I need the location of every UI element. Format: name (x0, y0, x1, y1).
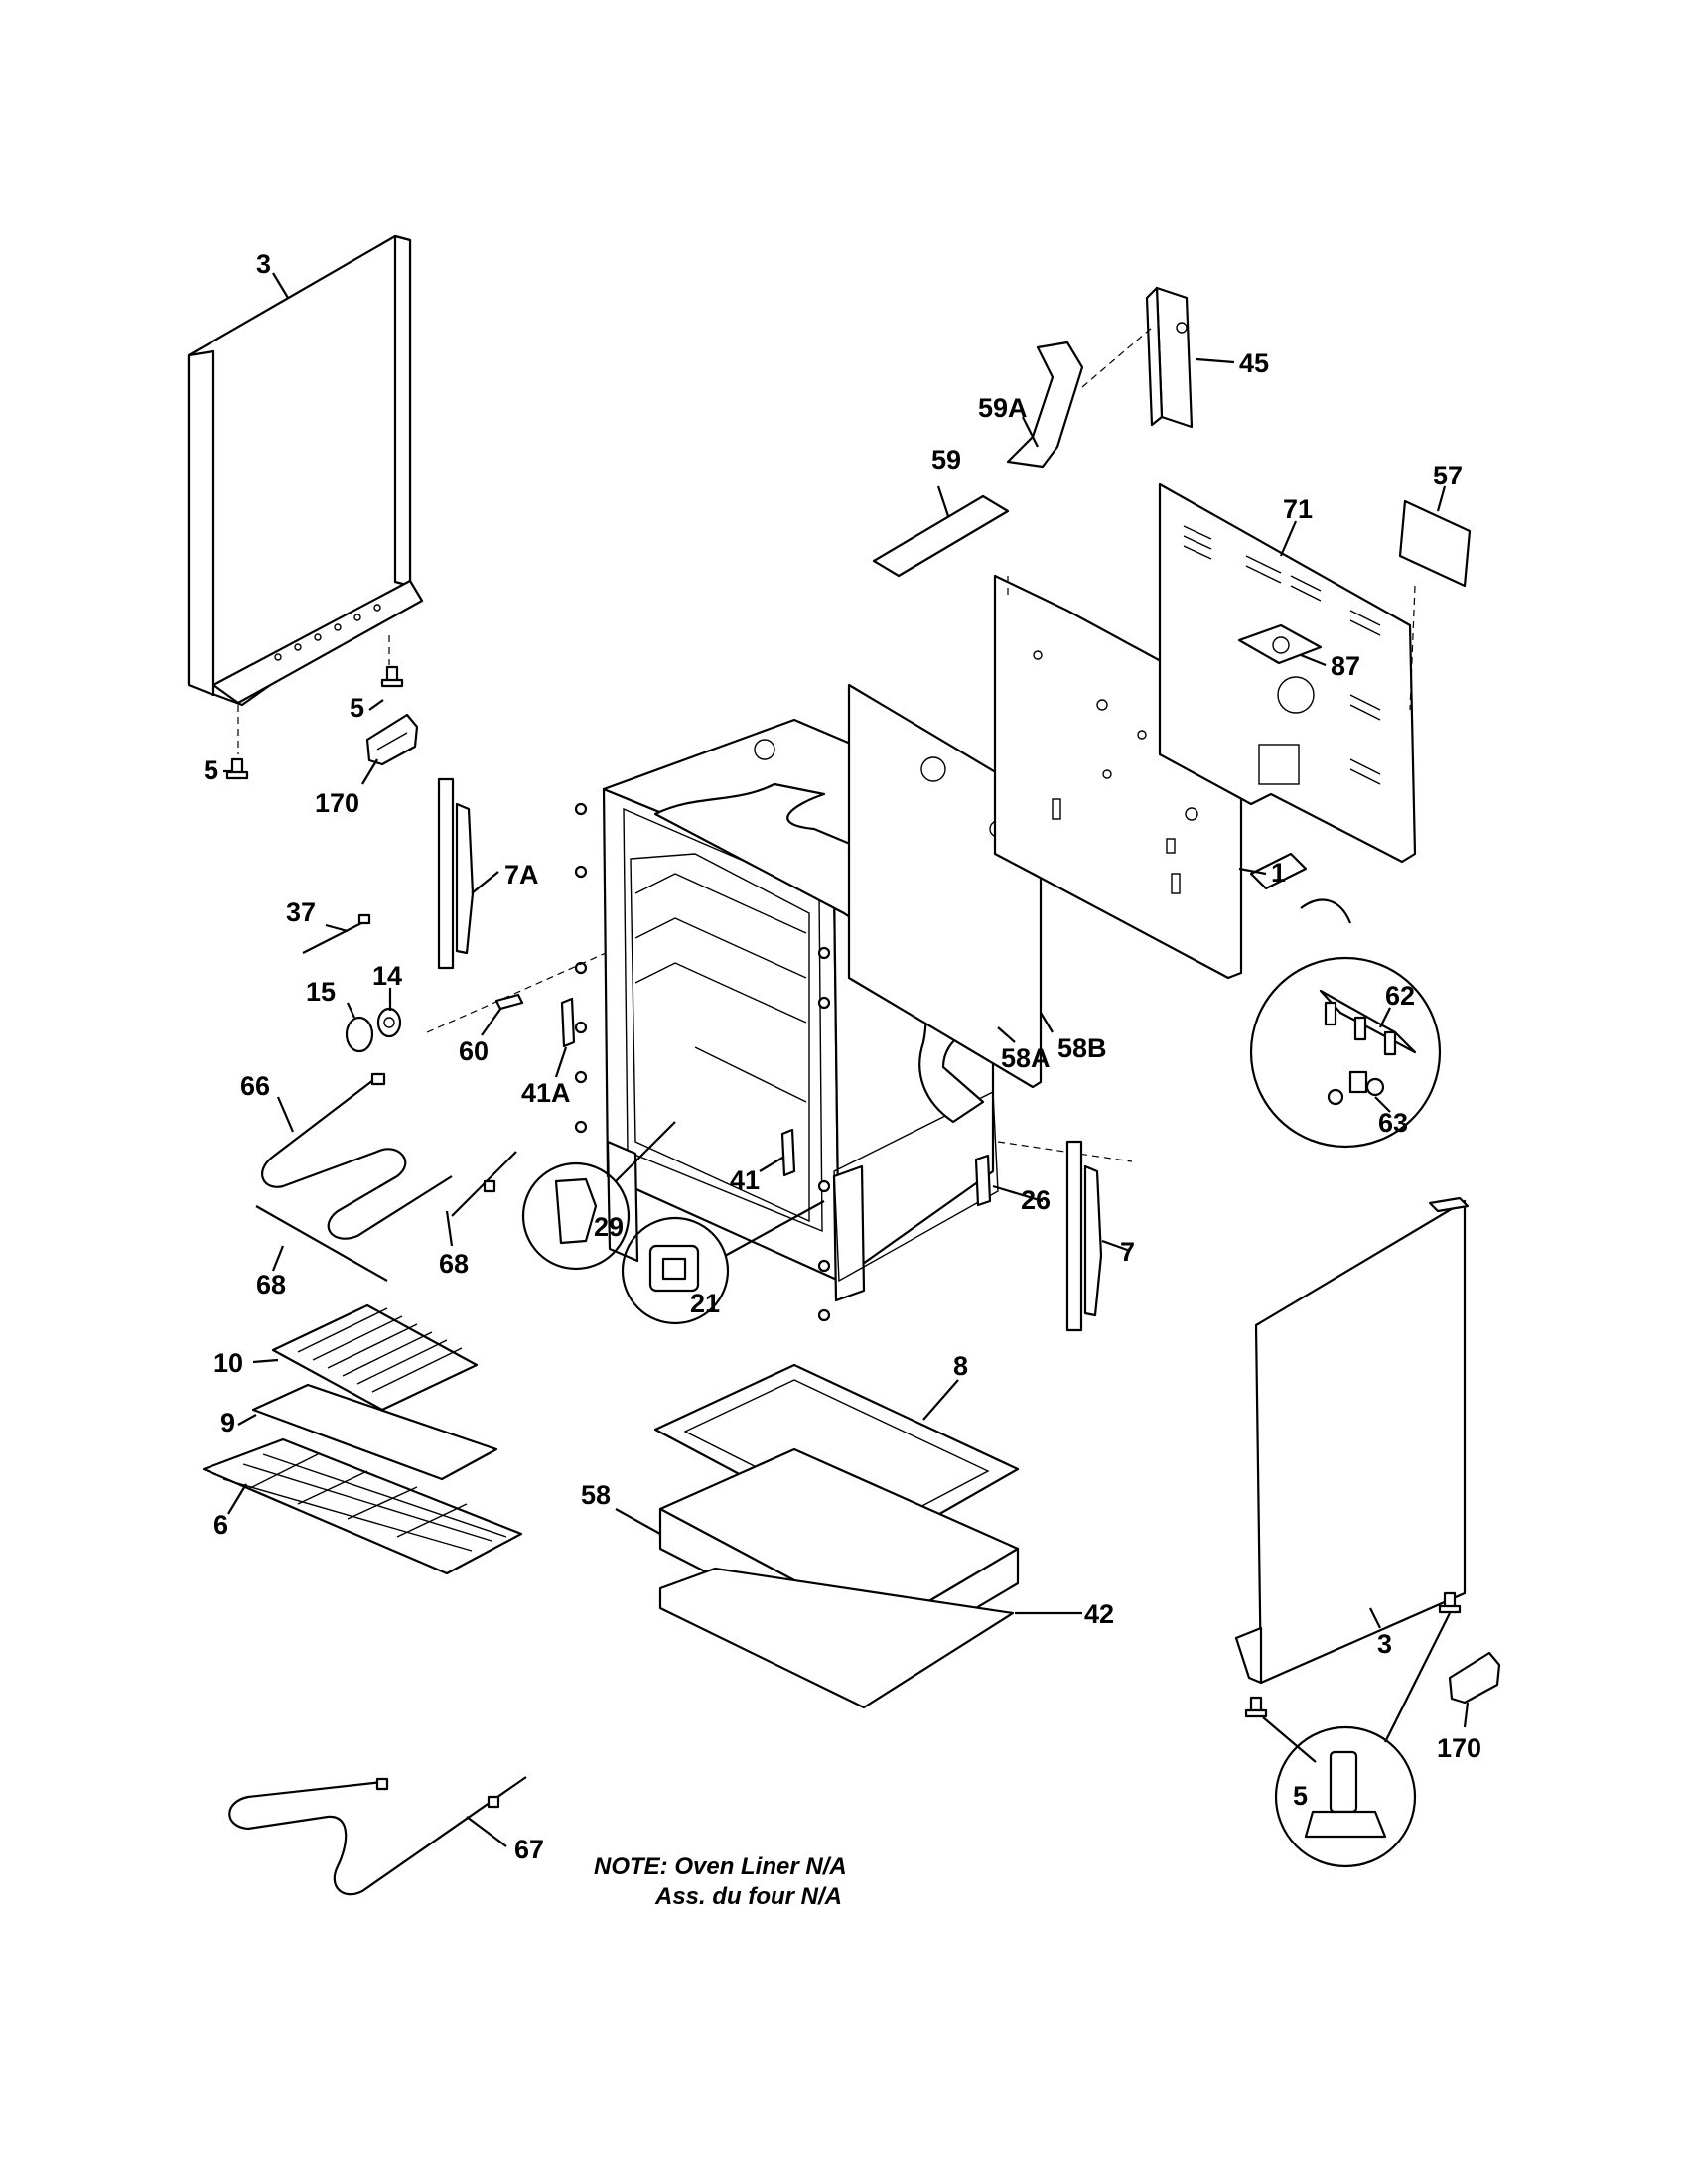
label-21: 21 (690, 1289, 720, 1318)
label-8: 8 (953, 1351, 968, 1381)
clip-60 (494, 993, 524, 1011)
label-5-b: 5 (350, 693, 364, 723)
screw-5-right (1244, 1591, 1462, 1763)
label-68-right: 68 (439, 1249, 469, 1279)
hinge-7 (1065, 1140, 1103, 1332)
label-59a: 59A (978, 393, 1028, 423)
label-41a: 41A (521, 1078, 571, 1108)
label-87: 87 (1331, 651, 1360, 681)
label-58: 58 (581, 1480, 611, 1510)
element-68-left (255, 1205, 388, 1282)
label-37: 37 (286, 897, 316, 927)
note-line-1: NOTE: Oven Liner N/A (594, 1853, 847, 1880)
bottom-pan-42 (658, 1567, 1015, 1709)
terminal-block-45 (1145, 286, 1194, 429)
bracket-170-right (1448, 1651, 1501, 1705)
label-15: 15 (306, 977, 336, 1007)
label-170-right: 170 (1437, 1733, 1481, 1763)
grommet-87 (1237, 623, 1323, 665)
right-side-panel (1234, 1196, 1470, 1685)
sensor-37 (302, 913, 371, 954)
label-63: 63 (1378, 1108, 1408, 1138)
label-6: 6 (213, 1510, 228, 1540)
oven-cabinet (426, 683, 1133, 1322)
bracket-26 (974, 1154, 992, 1207)
leader-lines (223, 272, 1470, 1847)
note-block: NOTE: Oven Liner N/A Ass. du four N/A (594, 1853, 847, 1910)
label-7: 7 (1120, 1237, 1135, 1267)
label-58a: 58A (1001, 1043, 1051, 1073)
bracket-170-left (365, 713, 419, 766)
label-10: 10 (213, 1348, 243, 1378)
broiler-grid-10 (271, 1303, 479, 1412)
broil-element-66 (261, 1072, 453, 1240)
detail-circle-62-63 (1249, 956, 1442, 1149)
light-socket-14-bulb-15 (345, 1007, 402, 1053)
label-1: 1 (1271, 858, 1286, 887)
label-29: 29 (594, 1212, 624, 1242)
label-71: 71 (1283, 494, 1313, 524)
note-line-2: Ass. du four N/A (654, 1883, 842, 1910)
bracket-41a (560, 997, 576, 1048)
label-60: 60 (459, 1036, 489, 1066)
label-58b: 58B (1057, 1033, 1107, 1063)
label-57: 57 (1433, 461, 1463, 490)
detail-circle-29 (521, 1121, 676, 1271)
label-3-right: 3 (1377, 1629, 1392, 1659)
duct-59a (1006, 327, 1153, 469)
label-66: 66 (240, 1071, 270, 1101)
element-68-right (451, 1151, 517, 1217)
label-3-left: 3 (256, 249, 271, 279)
back-cover-71 (1158, 482, 1417, 864)
callout-labels: 3 5 5 170 7A 37 15 14 60 41A 66 68 68 29… (204, 249, 1481, 1864)
label-26: 26 (1021, 1185, 1051, 1215)
label-5-a: 5 (204, 755, 218, 785)
broiler-pan-9 (251, 1383, 498, 1481)
label-5-detail: 5 (1293, 1781, 1308, 1811)
oven-rack-6 (202, 1437, 523, 1575)
label-170-left: 170 (315, 788, 359, 818)
label-45: 45 (1239, 348, 1269, 378)
hinge-7a (437, 777, 475, 970)
label-67: 67 (514, 1835, 544, 1864)
left-side-panel (187, 234, 424, 754)
label-14: 14 (372, 961, 402, 991)
detail-circle-21 (621, 1200, 825, 1325)
label-59: 59 (931, 445, 961, 475)
screw-5-b (380, 665, 404, 688)
bracket-41 (780, 1128, 796, 1177)
bake-element-67 (228, 1776, 527, 1896)
cover-plate-57 (1398, 499, 1472, 711)
label-68-left: 68 (256, 1270, 286, 1299)
label-42: 42 (1084, 1599, 1114, 1629)
leveling-leg-detail-5 (1274, 1725, 1417, 1868)
terminal-block-small (1249, 852, 1352, 924)
label-62: 62 (1385, 981, 1415, 1011)
screw-5-a (225, 757, 249, 780)
label-9: 9 (220, 1408, 235, 1437)
label-7a: 7A (504, 860, 539, 889)
duct-59 (872, 494, 1010, 578)
label-41: 41 (730, 1165, 760, 1195)
